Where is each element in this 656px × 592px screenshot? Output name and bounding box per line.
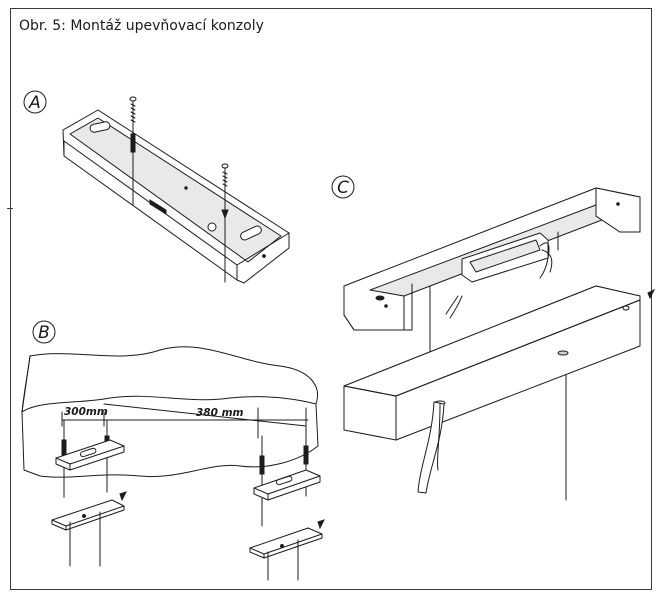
mounting-bracket-a	[62, 96, 290, 284]
panel-c-badge	[331, 175, 355, 199]
panel-c-label: C	[337, 178, 349, 198]
ceiling-bracket-c	[343, 187, 641, 501]
mounting-set-right	[249, 425, 325, 581]
edge-tick	[7, 208, 13, 209]
panel-a-badge	[23, 90, 47, 114]
panel-a: A	[23, 90, 290, 284]
screw-a1	[129, 96, 137, 206]
figure-title: Obr. 5: Montáž upevňovací konzoly	[19, 18, 264, 34]
mounting-set-left	[51, 419, 127, 567]
luminaire-body	[343, 285, 656, 494]
dimension-300mm: 300mm	[64, 406, 108, 418]
panel-a-label: A	[28, 93, 41, 113]
panel-b-label: B	[38, 323, 50, 343]
panel-c: C	[331, 175, 656, 501]
panel-b-badge	[32, 320, 56, 344]
screw-a2	[221, 163, 229, 283]
figure-frame	[10, 8, 652, 590]
panel-b: B 300mm 380 mm	[21, 320, 325, 581]
dimension-380mm: 380 mm	[196, 407, 244, 419]
